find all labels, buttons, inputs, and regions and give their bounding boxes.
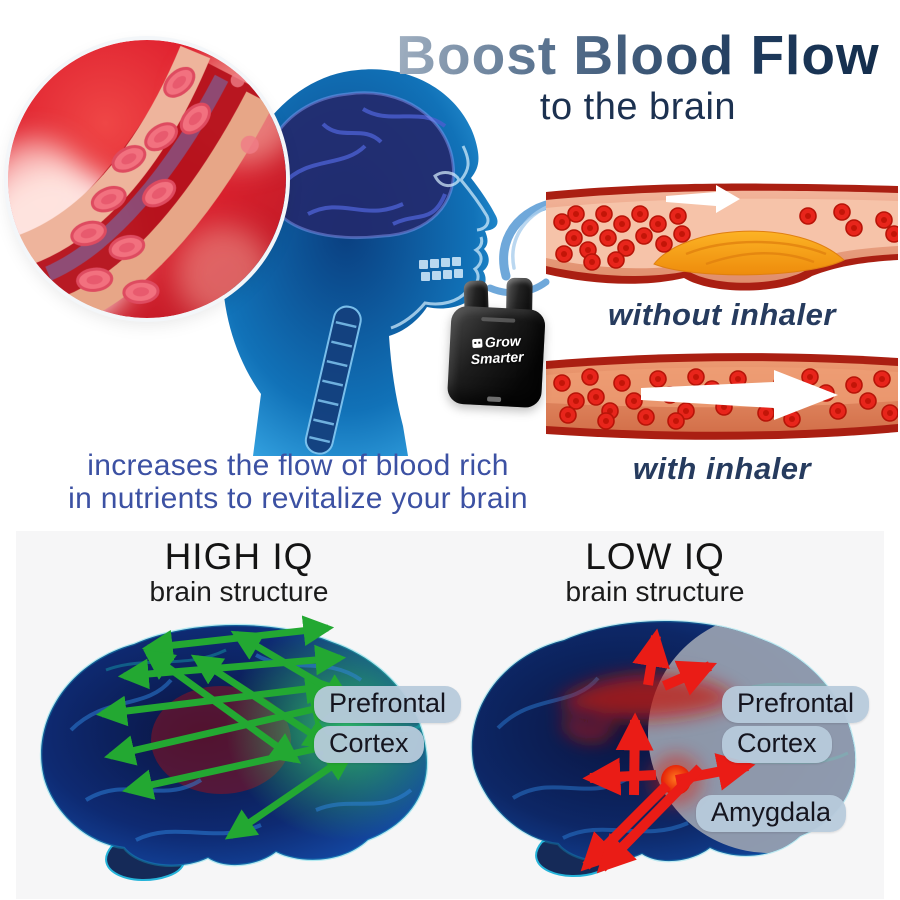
red-blood-cells xyxy=(67,61,259,306)
connectivity-arrows xyxy=(95,615,356,840)
device-port xyxy=(486,396,502,403)
inhaler-body: Grow Smarter xyxy=(446,305,546,409)
xray-head-art xyxy=(222,69,498,456)
caption: increases the flow of blood rich in nutr… xyxy=(4,449,592,515)
headline-line2: to the brain xyxy=(539,86,737,128)
blood-vessel-closeup xyxy=(8,40,286,318)
low-iq-title: LOW IQ xyxy=(585,536,725,577)
low-iq-heading: LOW IQ brain structure xyxy=(468,537,842,607)
headline: Boost Blood Flow to the brain xyxy=(382,26,894,129)
high-iq-heading: HIGH IQ brain structure xyxy=(56,537,422,607)
artery-without-label: without inhaler xyxy=(608,297,836,332)
teeth xyxy=(419,257,463,281)
low-iq-subtitle: brain structure xyxy=(565,576,745,607)
device-topbar xyxy=(481,316,516,323)
artery-with-label: with inhaler xyxy=(632,451,812,486)
headline-line1: Boost Blood Flow xyxy=(382,26,894,84)
flow-arrow-icon xyxy=(666,185,740,213)
blood-cells-art xyxy=(8,40,286,318)
label-pill-cortex-high: Cortex xyxy=(314,726,424,763)
caption-line2: in nutrients to revitalize your brain xyxy=(68,482,528,515)
high-iq-title: HIGH IQ xyxy=(164,536,314,577)
caption-line1: increases the flow of blood rich xyxy=(87,449,509,482)
label-pill-amygdala: Amygdala xyxy=(696,795,847,832)
artery-without-inhaler-illustration xyxy=(546,183,898,291)
brain-art xyxy=(264,92,454,238)
inhaler-device: Grow Smarter xyxy=(446,277,554,410)
spine-art xyxy=(304,305,362,455)
artery-with-inhaler-illustration xyxy=(546,353,898,440)
brand-line1: Grow xyxy=(484,332,522,351)
high-iq-subtitle: brain structure xyxy=(149,576,329,607)
brain-gyri xyxy=(281,107,447,226)
amygdala-arrows xyxy=(580,628,756,874)
device-brand: Grow Smarter xyxy=(449,331,545,368)
brand-robot-icon xyxy=(471,338,483,349)
label-pill-prefrontal-low: Prefrontal xyxy=(722,686,870,723)
flow-arrow-icon xyxy=(641,370,838,420)
label-pill-prefrontal-high: Prefrontal xyxy=(314,686,462,723)
label-pill-cortex-low: Cortex xyxy=(722,726,832,763)
brand-line2: Smarter xyxy=(470,348,524,368)
